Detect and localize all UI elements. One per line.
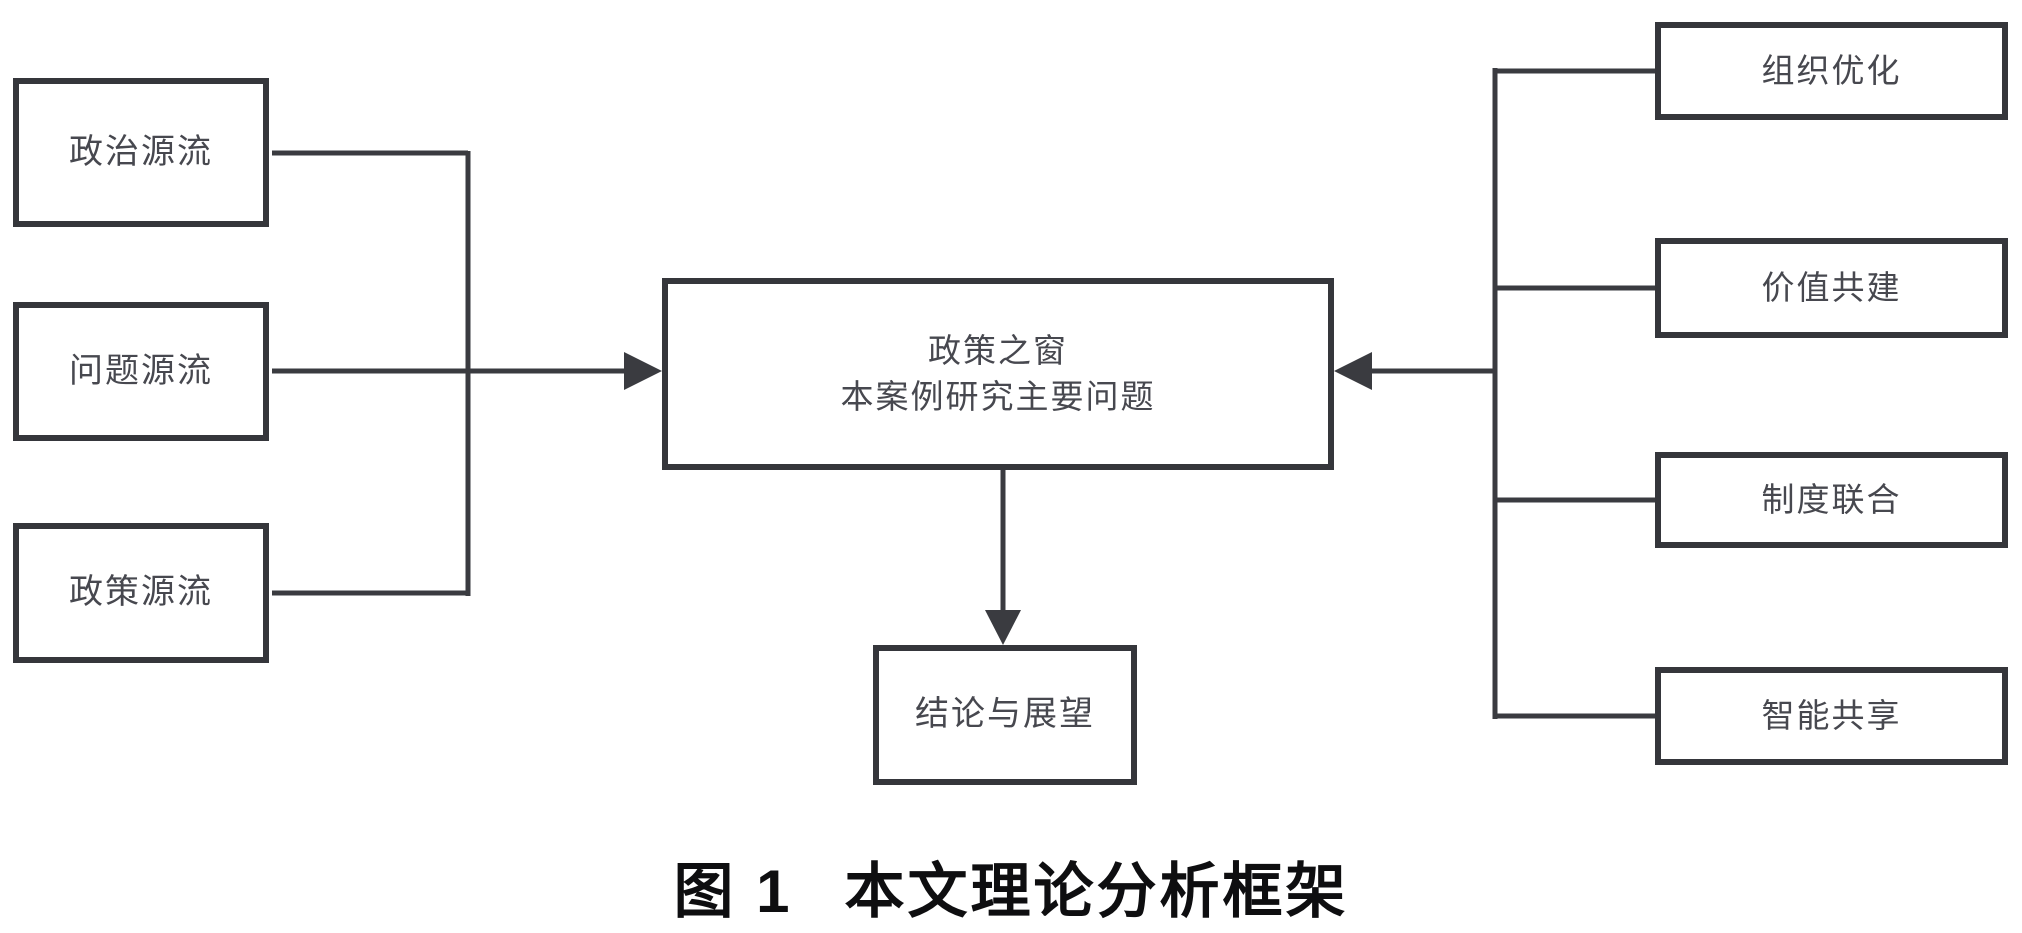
node-label: 组织优化 <box>1761 51 1902 89</box>
node-label: 智能共享 <box>1761 696 1902 734</box>
node-label-line1: 政策之窗 <box>928 331 1068 369</box>
node-intelligent-sharing: 智能共享 <box>1655 667 2008 765</box>
node-label: 问题源流 <box>69 351 213 390</box>
node-label: 制度联合 <box>1761 480 1902 518</box>
node-organization-optimization: 组织优化 <box>1655 22 2008 120</box>
node-conclusion-outlook: 结论与展望 <box>873 645 1137 785</box>
arrowhead-down-into-conclusion-icon <box>985 610 1021 645</box>
arrowhead-right-into-window-icon <box>624 352 662 390</box>
node-problem-stream: 问题源流 <box>13 302 269 441</box>
node-label: 结论与展望 <box>915 695 1095 734</box>
node-policy-stream: 政策源流 <box>13 523 269 663</box>
figure-title: 本文理论分析框架 <box>844 858 1349 925</box>
figure-number: 图 1 <box>673 858 793 925</box>
node-value-cocreation: 价值共建 <box>1655 238 2008 338</box>
arrowhead-left-into-window-icon <box>1334 352 1372 390</box>
node-policy-window: 政策之窗 本案例研究主要问题 <box>662 278 1334 470</box>
figure-caption: 图 1 本文理论分析框架 <box>0 843 2022 930</box>
node-label: 价值共建 <box>1761 268 1902 306</box>
node-label: 政策源流 <box>69 573 213 612</box>
node-political-stream: 政治源流 <box>13 78 269 227</box>
node-label-line2: 本案例研究主要问题 <box>840 378 1156 415</box>
node-label: 政治源流 <box>69 132 213 171</box>
node-institution-union: 制度联合 <box>1655 452 2008 548</box>
